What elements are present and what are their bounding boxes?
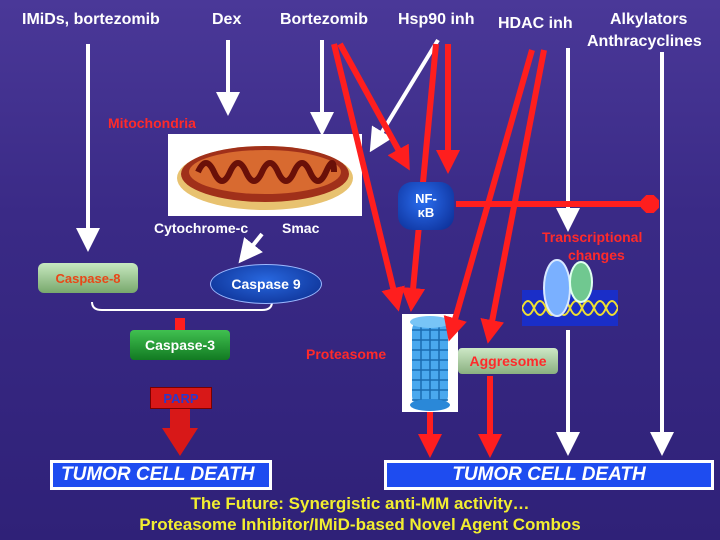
- label-smac: Smac: [282, 220, 320, 236]
- arrow-cytochrome-to-caspase9: [238, 232, 264, 264]
- inhibit-hdac-to-aggresome: [480, 49, 547, 344]
- nfkb-line2: κB: [417, 205, 435, 220]
- footer-line-1: The Future: Synergistic anti-MM activity…: [190, 494, 530, 513]
- outcome-tumor-cell-death-left: TUMOR CELL DEATH: [50, 460, 272, 490]
- drug-alkylators: Alkylators: [610, 11, 688, 28]
- mitochondrion-image: [168, 134, 362, 216]
- footer-line-2: Proteasome Inhibitor/IMiD-based Novel Ag…: [139, 515, 581, 534]
- inhibit-hdac-to-proteasome: [443, 49, 535, 342]
- drug-dex: Dex: [212, 11, 242, 28]
- arrow-parp-to-death: [162, 408, 198, 456]
- node-caspase-9: Caspase 9: [210, 264, 322, 304]
- node-aggresome: Aggresome: [458, 348, 558, 374]
- label-cytochrome-c: Cytochrome-c: [154, 220, 249, 236]
- label-proteasome: Proteasome: [306, 346, 387, 362]
- inhibit-bortezomib-to-nfkb: [337, 42, 410, 171]
- node-nfkb: NF-κB: [398, 182, 454, 230]
- bracket-caspases: [91, 301, 273, 311]
- label-mitochondria: Mitochondria: [108, 115, 196, 131]
- drug-bortezomib: Bortezomib: [280, 11, 368, 28]
- inhibit-bortezomib-to-proteasome: [331, 43, 405, 312]
- label-transcriptional: Transcriptional: [542, 229, 643, 245]
- nfkb-line1: NF-: [415, 191, 437, 207]
- drug-hdac-inhibitor: HDAC inh: [498, 15, 573, 32]
- drug-anthracyclines: Anthracyclines: [587, 33, 702, 50]
- drug-imids-bortezomib: IMiDs, bortezomib: [22, 11, 160, 28]
- node-parp: PARP: [150, 387, 212, 409]
- inhibit-hsp90-to-proteasome: [401, 43, 439, 312]
- node-caspase-3: Caspase-3: [130, 330, 230, 360]
- node-caspase-8: Caspase-8: [38, 263, 138, 293]
- outcome-tumor-cell-death-right: TUMOR CELL DEATH: [384, 460, 714, 490]
- drug-hsp90-inhibitor: Hsp90 inh: [398, 11, 475, 28]
- transcription-factor-image: [543, 259, 593, 317]
- label-changes: changes: [568, 247, 625, 263]
